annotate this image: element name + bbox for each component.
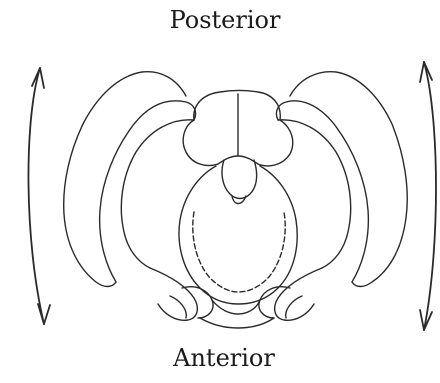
- right-ischium: [286, 296, 302, 318]
- left-ischium: [170, 296, 186, 318]
- pelvic-inlet: [179, 166, 297, 304]
- left-rotation-arrow-icon: [28, 68, 50, 324]
- pelvic-inlet-inner: [193, 212, 285, 292]
- right-pubis: [275, 268, 322, 320]
- right-iliac-inner: [276, 101, 368, 282]
- pubic-symphysis-lower: [200, 318, 274, 328]
- anterior-label: Anterior: [0, 346, 440, 370]
- right-iliac-fossa: [278, 120, 351, 268]
- coccyx: [222, 160, 257, 199]
- right-rotation-arrow-icon: [420, 62, 436, 330]
